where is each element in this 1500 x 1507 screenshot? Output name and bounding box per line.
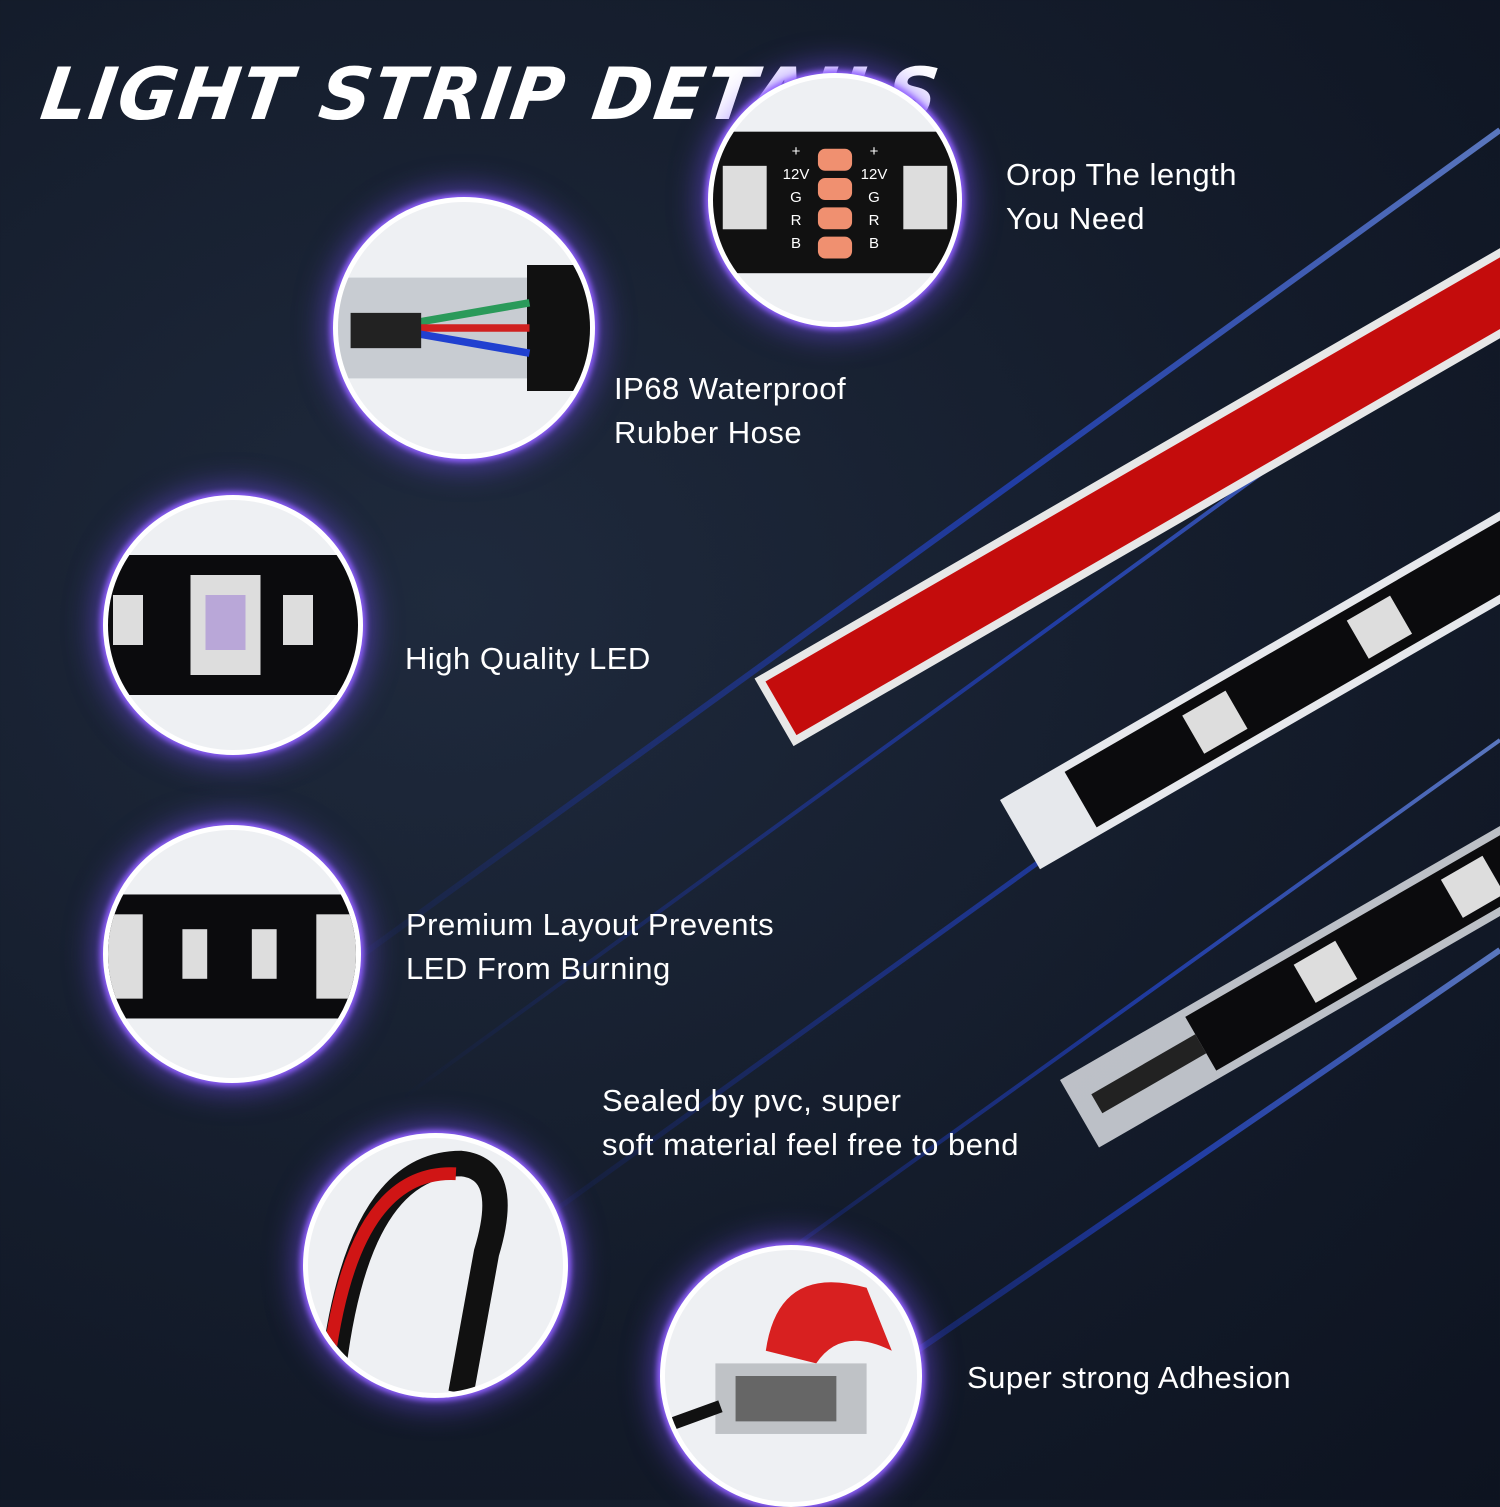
feature-text-line: Sealed by pvc, super	[602, 1083, 902, 1118]
red-tape-strip	[754, 199, 1500, 747]
pad-label-r: R	[868, 212, 880, 229]
led-chip-closeup-image	[103, 495, 363, 755]
feature-label-pvc: Sealed by pvc, super soft material feel …	[602, 1079, 1019, 1167]
feature-text-line: Orop The length	[1006, 157, 1237, 192]
pad-labels-left: + 12V G R B	[779, 140, 813, 255]
pad-label-b: B	[790, 235, 801, 252]
led-strip	[1000, 450, 1500, 870]
pad-label-plus: +	[869, 143, 879, 160]
adhesive-tape-closeup-image	[660, 1245, 922, 1507]
cut-point-closeup-image: + 12V G R B + 12V G R B	[708, 73, 962, 327]
feature-text-line: IP68 Waterproof	[614, 371, 847, 406]
pad-label-b: B	[868, 235, 879, 252]
feature-text-line: Premium Layout Prevents	[406, 907, 775, 942]
pad-label-12v: 12V	[782, 166, 810, 183]
led-layout-closeup-image	[103, 825, 361, 1083]
pad-label-r: R	[790, 212, 802, 229]
feature-text-line: Rubber Hose	[614, 415, 803, 450]
feature-label-cut-length: Orop The length You Need	[1006, 153, 1237, 241]
feature-text-line: LED From Burning	[406, 951, 671, 986]
pad-label-plus: +	[791, 143, 801, 160]
pad-label-g: G	[868, 189, 880, 206]
waterproof-hose-closeup-image	[333, 197, 595, 459]
feature-text-line: soft material feel free to bend	[602, 1127, 1020, 1162]
feature-label-adhesion: Super strong Adhesion	[967, 1356, 1291, 1400]
pad-labels-right: + 12V G R B	[857, 140, 891, 255]
feature-text-line: You Need	[1006, 201, 1146, 236]
feature-label-waterproof: IP68 Waterproof Rubber Hose	[614, 367, 846, 455]
feature-text-line: Super strong Adhesion	[967, 1360, 1292, 1395]
bent-strip-closeup-image	[303, 1133, 568, 1398]
pad-label-g: G	[790, 189, 802, 206]
feature-label-led: High Quality LED	[405, 637, 651, 681]
hose-strip	[1060, 780, 1500, 1148]
feature-text-line: High Quality LED	[405, 641, 651, 676]
feature-label-layout: Premium Layout Prevents LED From Burning	[406, 903, 774, 991]
pad-label-12v: 12V	[860, 166, 888, 183]
